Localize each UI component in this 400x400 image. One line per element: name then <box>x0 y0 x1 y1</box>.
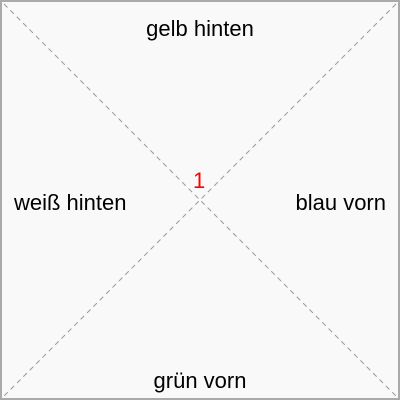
diagonal-line-tr-bl <box>3 3 397 397</box>
top-label: gelb hinten <box>146 16 254 41</box>
bottom-label: grün vorn <box>153 368 247 393</box>
diagonal-line-tl-br <box>3 3 397 397</box>
right-label: blau vorn <box>295 190 386 215</box>
left-label: weiß hinten <box>14 190 127 215</box>
center-number: 1 <box>193 168 206 193</box>
